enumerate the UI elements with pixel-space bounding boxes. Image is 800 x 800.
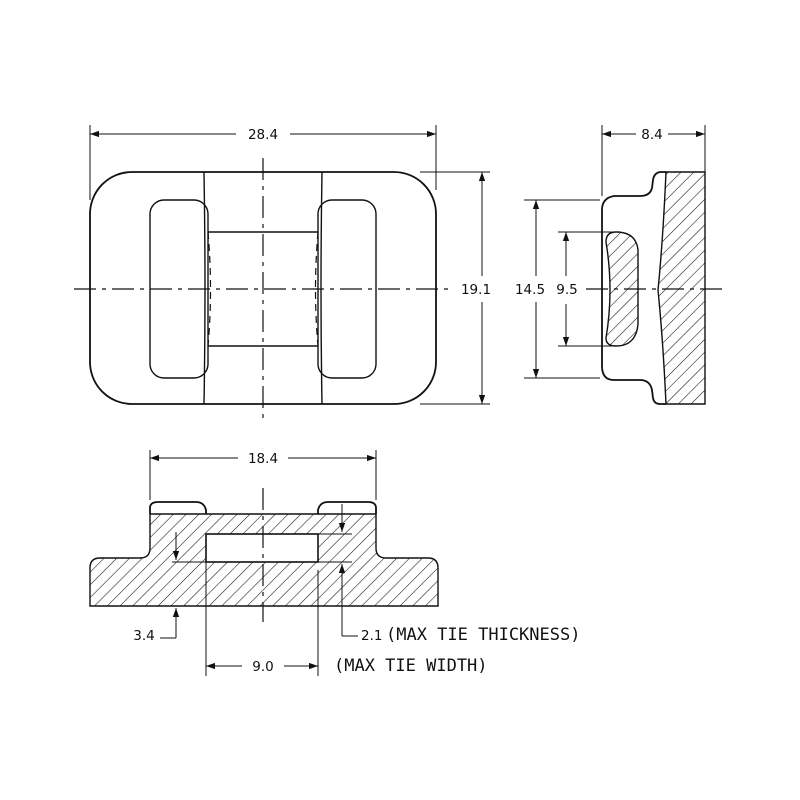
dim-top-height: 19.1 [420, 171, 491, 405]
top-right-lobe [320, 171, 323, 405]
front-right-rib [317, 501, 377, 514]
dim-side-outer-label: 14.5 [515, 282, 545, 298]
dim-base-height-label: 3.4 [133, 628, 154, 644]
note-tie-width: (MAX TIE WIDTH) [334, 656, 488, 676]
dim-tie-thickness-label: 2.1 [361, 628, 382, 644]
dim-side-inner: 9.5 [556, 231, 612, 347]
top-view [74, 158, 452, 420]
dim-side-outer: 14.5 [515, 199, 600, 379]
dim-side-width-label: 8.4 [641, 127, 662, 143]
side-view [586, 171, 722, 405]
front-view [89, 488, 439, 622]
dim-top-width-label: 28.4 [248, 127, 278, 143]
dim-side-width: 8.4 [601, 124, 706, 196]
side-body-outline [601, 171, 666, 405]
front-tie-slot [205, 533, 319, 563]
note-tie-thickness: (MAX TIE THICKNESS) [386, 625, 580, 645]
dim-tie-thickness: 2.1 (MAX TIE THICKNESS) [318, 504, 580, 645]
dim-top-width: 28.4 [89, 124, 437, 200]
top-left-lobe [203, 171, 206, 405]
side-section-solid [657, 171, 706, 405]
dim-side-inner-label: 9.5 [556, 282, 577, 298]
top-hidden-left [207, 231, 212, 347]
top-hidden-right [314, 231, 319, 347]
front-left-rib [149, 501, 207, 514]
dim-tie-width: 9.0 (MAX TIE WIDTH) [205, 562, 488, 676]
dim-base-height: 3.4 [133, 532, 210, 644]
dim-top-height-label: 19.1 [461, 282, 491, 298]
dim-front-width: 18.4 [149, 448, 377, 500]
dim-front-width-label: 18.4 [248, 451, 278, 467]
side-slot-section [605, 231, 639, 347]
dim-tie-width-label: 9.0 [252, 659, 273, 675]
